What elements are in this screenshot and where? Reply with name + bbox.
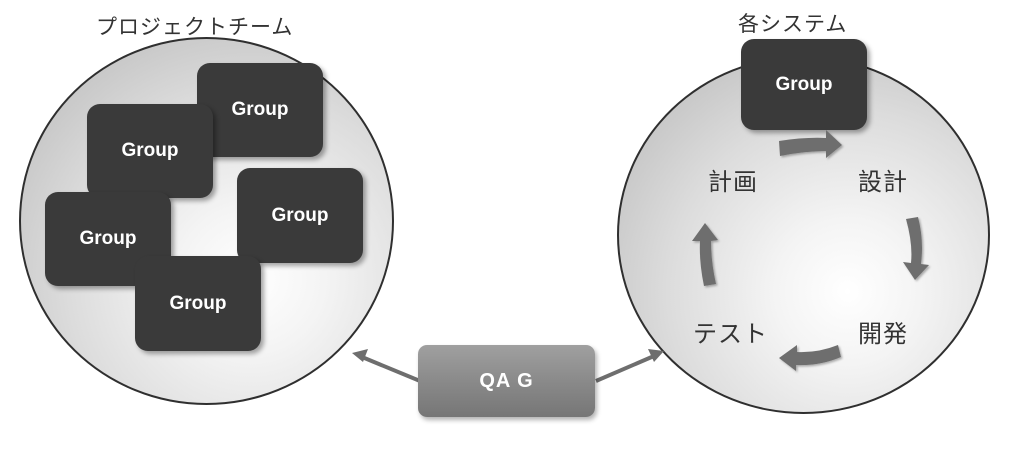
qa-to-system-arrow-icon [595,349,664,383]
phase-test: テスト [693,320,768,348]
group-box-top-right: Group [197,63,323,157]
qa-group-box: QA G [418,345,595,417]
cycle-arrow-design-to-develop-icon [903,217,929,280]
group-box-bottom: Group [135,256,261,351]
group-box-top-left: Group [87,104,213,198]
group-box-middle-right: Group [237,168,363,263]
phase-plan: 計画 [708,168,758,196]
right-panel-title: 各システム [738,12,848,36]
system-group-box: Group [741,39,867,130]
left-panel-title: プロジェクトチーム [96,15,294,39]
cycle-arrow-develop-to-test-icon [779,345,841,371]
qa-to-project-team-arrow-icon [352,349,421,383]
cycle-arrow-test-to-plan-icon [692,223,718,286]
cycle-arrow-plan-to-design-icon [779,130,842,158]
phase-develop: 開発 [858,320,908,348]
phase-design: 設計 [858,168,908,196]
